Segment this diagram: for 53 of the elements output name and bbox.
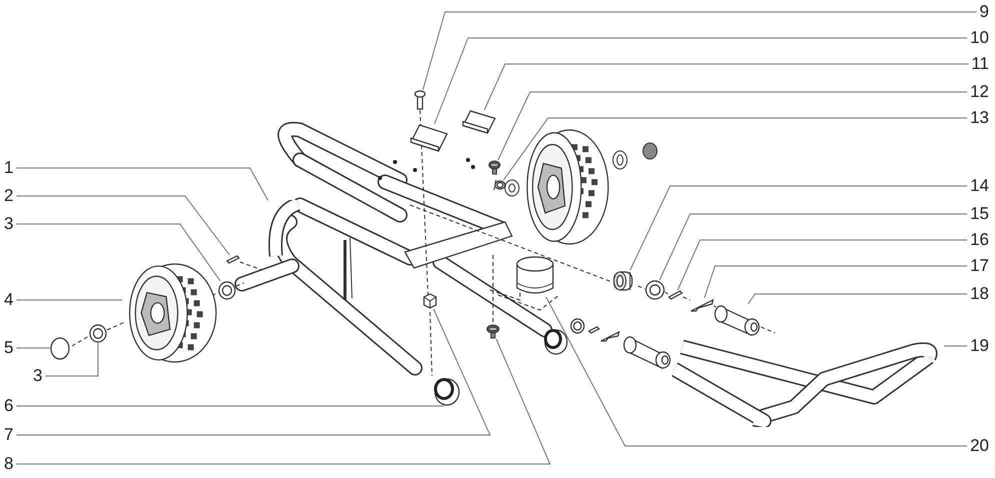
callout-number: 3 bbox=[4, 214, 14, 234]
leader-line bbox=[16, 168, 268, 201]
leader-line bbox=[44, 342, 98, 376]
callout-number: 15 bbox=[970, 204, 989, 224]
callout-number: 1 bbox=[4, 158, 14, 178]
bolt-drawing bbox=[414, 90, 426, 110]
ring-drawing bbox=[645, 280, 665, 300]
callout-number: 6 bbox=[4, 396, 14, 416]
leader-line bbox=[659, 214, 968, 280]
callout-number: 12 bbox=[970, 82, 989, 102]
callout-number: 3 bbox=[33, 366, 42, 386]
callout-number: 19 bbox=[970, 336, 989, 356]
bracket-drawing bbox=[410, 124, 448, 152]
leader-line bbox=[484, 64, 969, 110]
leader-line bbox=[498, 92, 968, 160]
callout-number: 2 bbox=[4, 186, 14, 206]
washer-drawing bbox=[494, 180, 506, 190]
bracket-drawing bbox=[462, 110, 496, 134]
leader-line bbox=[16, 224, 221, 282]
callout-number: 13 bbox=[970, 108, 989, 128]
leader-line bbox=[434, 38, 968, 124]
callout-number: 17 bbox=[970, 256, 989, 276]
clip-drawing bbox=[690, 298, 714, 312]
grip-drawing bbox=[713, 304, 761, 336]
callout-number: 18 bbox=[970, 284, 989, 304]
callout-number: 10 bbox=[970, 28, 989, 48]
leader-line bbox=[677, 240, 968, 290]
leader-line bbox=[546, 296, 968, 446]
leader-line bbox=[16, 196, 230, 256]
cap-drawing bbox=[50, 337, 70, 360]
leader-line bbox=[422, 12, 978, 90]
callout-number: 8 bbox=[4, 454, 14, 474]
screw-drawing bbox=[488, 160, 501, 175]
leader-line bbox=[16, 338, 551, 464]
leader-line bbox=[748, 294, 968, 304]
leader-line bbox=[630, 186, 968, 270]
washer-drawing bbox=[89, 324, 107, 343]
leader-line bbox=[16, 308, 491, 436]
callout-number: 11 bbox=[971, 54, 989, 74]
leader-line bbox=[503, 118, 968, 180]
callout-number: 9 bbox=[980, 2, 989, 22]
nut-drawing bbox=[423, 293, 437, 309]
callout-number: 4 bbox=[4, 290, 14, 310]
pin-drawing bbox=[668, 290, 683, 300]
callout-number: 16 bbox=[970, 230, 989, 250]
callout-number: 20 bbox=[970, 436, 989, 456]
screw-drawing bbox=[486, 324, 500, 339]
washer-drawing bbox=[218, 281, 236, 300]
callout-number: 5 bbox=[4, 338, 14, 358]
callout-number: 7 bbox=[4, 425, 14, 445]
callout-number: 14 bbox=[970, 176, 989, 196]
pin-drawing bbox=[226, 255, 240, 264]
leader-line bbox=[704, 266, 968, 298]
